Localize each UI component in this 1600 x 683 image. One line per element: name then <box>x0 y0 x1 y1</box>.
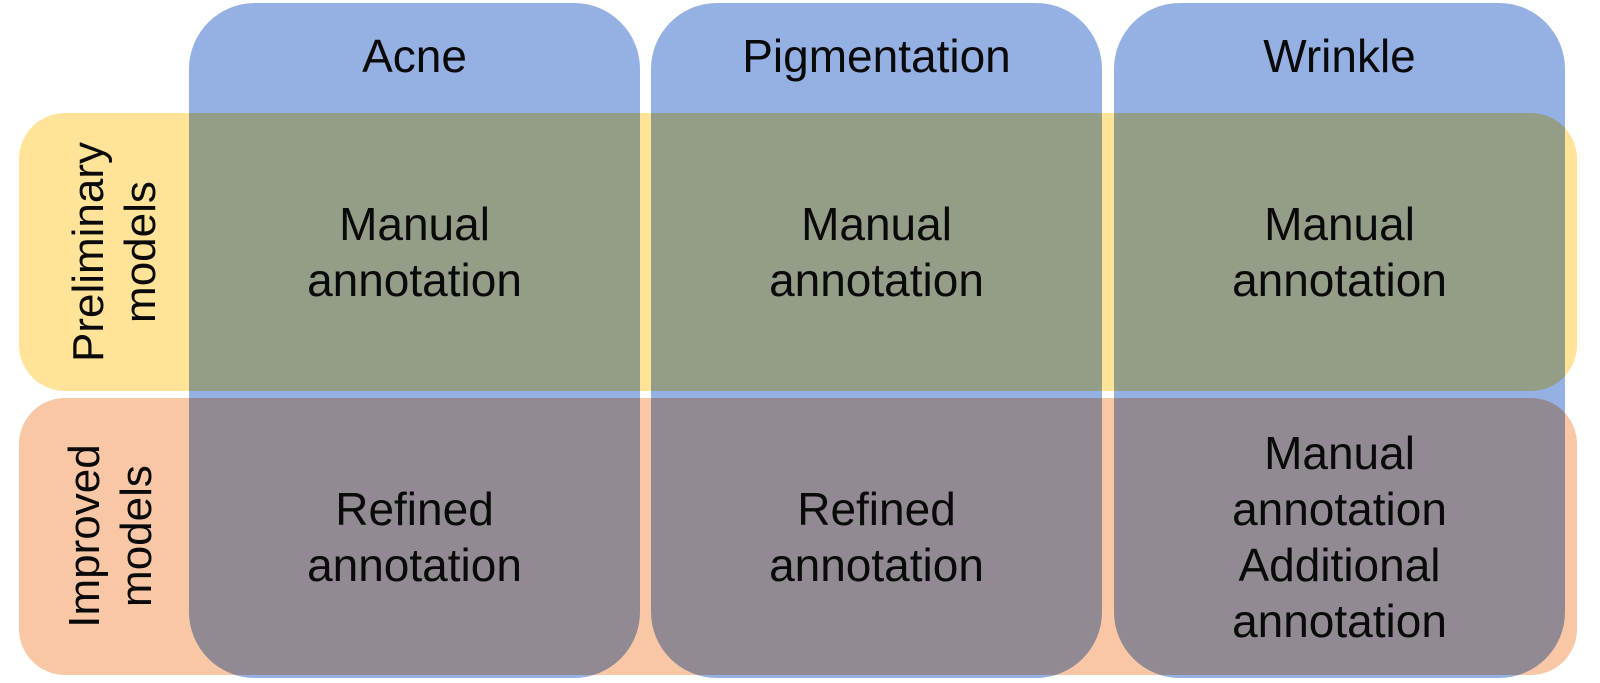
wrinkle-improved-cell: Manual annotation Additional annotation <box>1114 398 1565 675</box>
cell-text-line: Manual <box>801 198 952 250</box>
cell-text-line: annotation <box>769 254 984 306</box>
row-label-line: Improved <box>60 444 109 628</box>
cell-text-line: annotation <box>307 538 522 591</box>
cell-text-line: Manual <box>1264 198 1415 250</box>
acne-column: Acne <box>189 3 640 678</box>
wrinkle-column: Wrinkle <box>1114 3 1565 678</box>
row-label-line: Preliminary <box>64 141 113 363</box>
wrinkle-column-title: Wrinkle <box>1263 29 1416 82</box>
cell-text-line: annotation <box>307 254 522 306</box>
cell-text-line: annotation <box>1232 254 1447 306</box>
acne-improved-cell: Refined annotation <box>189 398 640 675</box>
improved-models-label: Improved models <box>59 396 163 676</box>
row-label-line: models <box>112 465 161 607</box>
cell-text-line: Refined <box>797 482 956 535</box>
cell-text-line: Refined <box>335 482 494 535</box>
preliminary-models-label: Preliminary models <box>63 112 167 392</box>
acne-column-title: Acne <box>362 29 467 82</box>
acne-preliminary-cell: Manual annotation <box>189 113 640 391</box>
cell-text-line: Manual <box>339 198 490 250</box>
pigmentation-improved-cell: Refined annotation <box>651 398 1102 675</box>
cell-text-line: Additional <box>1238 538 1441 591</box>
row-label-line: models <box>116 181 165 323</box>
wrinkle-preliminary-cell: Manual annotation <box>1114 113 1565 391</box>
cell-text-line: annotation <box>1232 482 1447 535</box>
pigmentation-preliminary-cell: Manual annotation <box>651 113 1102 391</box>
cell-text-line: annotation <box>1232 594 1447 647</box>
pigmentation-column: Pigmentation <box>651 3 1102 678</box>
cell-text-line: annotation <box>769 538 984 591</box>
cell-text-line: Manual <box>1264 426 1415 479</box>
pigmentation-column-title: Pigmentation <box>742 29 1011 82</box>
